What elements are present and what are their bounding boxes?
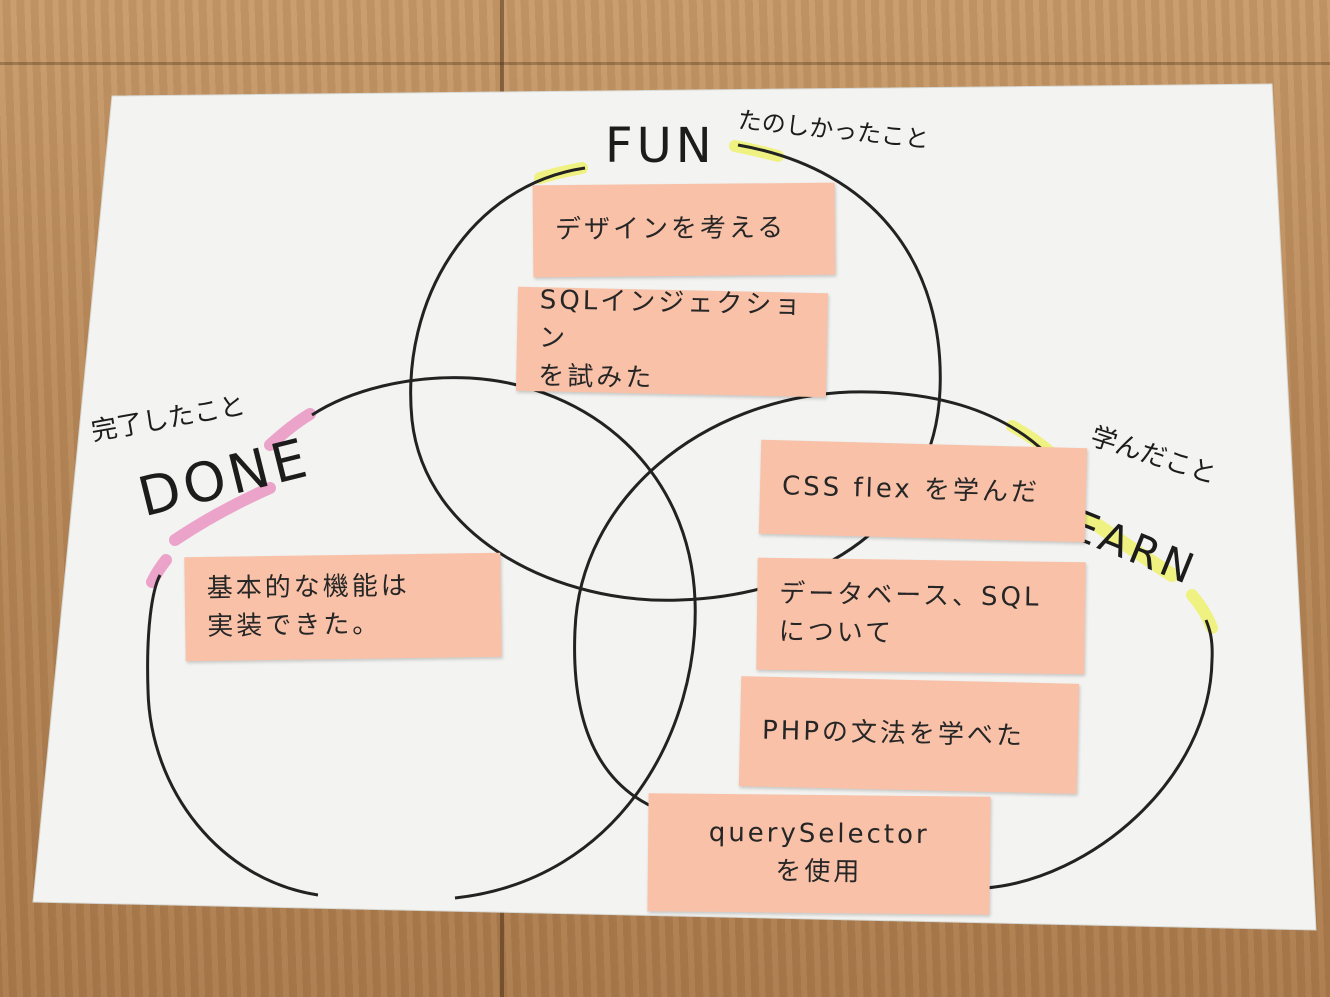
learn-circle <box>573 390 1214 890</box>
fun-circle <box>409 143 942 602</box>
sticky-note-css-flex: CSS flex を学んだ <box>758 439 1088 543</box>
done-circle <box>146 376 697 900</box>
sticky-note-database: データベース、SQL について <box>756 557 1086 675</box>
table-seam-horizontal <box>0 62 1330 65</box>
sticky-note-sql-injection: SQLインジェクション を試みた <box>515 286 829 398</box>
note-line: を使用 <box>775 856 863 888</box>
sticky-note-basic-features: 基本的な機能は 実装できた。 <box>184 552 502 662</box>
note-line: を試みた <box>537 361 655 394</box>
fun-label: FUN <box>605 118 716 174</box>
sticky-note-php: PHPの文法を学べた <box>738 676 1080 794</box>
note-line: 基本的な機能は <box>206 571 410 605</box>
note-line: 実装できた。 <box>207 609 382 642</box>
note-line: デザインを考える <box>554 213 787 246</box>
note-line: データベース、SQL <box>779 579 1042 613</box>
note-line: querySelector <box>708 818 930 851</box>
sticky-note-design: デザインを考える <box>532 182 836 278</box>
note-line: について <box>778 617 895 649</box>
note-line: CSS flex を学んだ <box>781 471 1041 509</box>
sticky-note-query-selector: querySelector を使用 <box>647 793 991 915</box>
note-line: SQLインジェクション <box>538 285 804 354</box>
note-line: PHPの文法を学べた <box>761 715 1026 752</box>
